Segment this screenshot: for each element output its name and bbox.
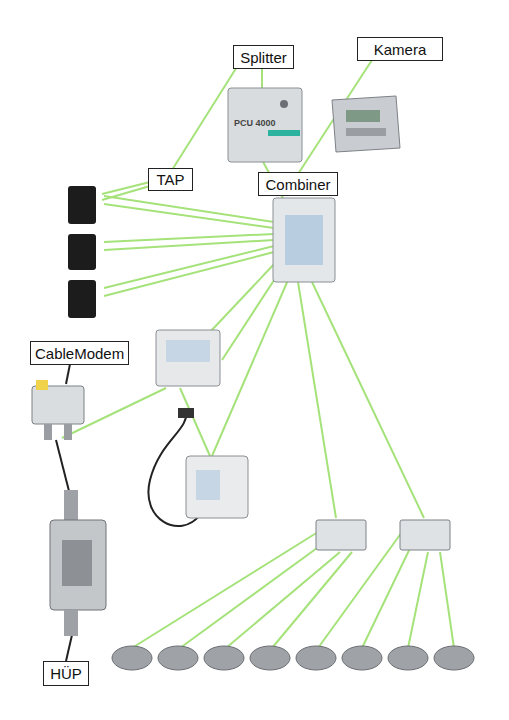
device-panel (285, 215, 323, 265)
cable (66, 635, 72, 661)
wire (104, 204, 274, 228)
device-body (273, 198, 335, 282)
lnb-group (68, 186, 96, 318)
port (64, 424, 72, 440)
device-buttons (346, 128, 386, 136)
wire (104, 252, 274, 296)
label-box: Combiner (258, 172, 338, 196)
lnb (68, 186, 96, 224)
label-text: HÜP (50, 665, 82, 682)
outlet (388, 646, 428, 670)
label-text: Splitter (240, 49, 287, 66)
splitter (400, 520, 450, 550)
outlet (434, 646, 474, 670)
wire (440, 552, 454, 648)
device-panel (166, 340, 210, 362)
device-knob (280, 100, 288, 108)
wire (104, 246, 274, 288)
device-body (32, 386, 84, 424)
wire (180, 540, 328, 648)
wire (104, 240, 274, 250)
splitter (316, 520, 366, 550)
device-stripe (268, 130, 300, 136)
label-text: Combiner (265, 176, 330, 193)
wire (298, 282, 336, 518)
label-box: Kamera (357, 37, 443, 61)
device-body (186, 456, 248, 518)
modem-splitter-device (32, 380, 84, 440)
kamera-device (332, 96, 400, 152)
device-clamp (62, 540, 92, 586)
wire (104, 196, 274, 222)
wire (408, 552, 428, 648)
device-body (156, 330, 220, 386)
lnb (68, 234, 96, 270)
device-display (346, 110, 380, 122)
device-label: PCU 4000 (234, 118, 276, 128)
plug (178, 408, 194, 418)
wire (312, 282, 424, 518)
label-text: TAP (156, 171, 184, 188)
wire (102, 186, 150, 200)
device-panel (196, 470, 220, 500)
label-box: TAP (148, 168, 193, 191)
multiswitch-device (273, 198, 335, 282)
wire (362, 540, 414, 648)
connector (64, 490, 78, 520)
outlet (158, 646, 198, 670)
huep-device (50, 490, 106, 636)
tv-outlets (112, 646, 474, 670)
label-box: CableModem (30, 341, 129, 365)
amplifier-device (156, 330, 220, 386)
label-text: Kamera (374, 41, 427, 58)
connector (64, 610, 78, 636)
outlet (250, 646, 290, 670)
label-box: Splitter (233, 45, 294, 69)
device-body (228, 88, 302, 162)
wire (272, 552, 352, 648)
outlet (112, 646, 152, 670)
device-tag (36, 380, 48, 390)
port (44, 424, 52, 440)
outlet (296, 646, 336, 670)
pcu-device (228, 88, 302, 162)
label-box: HÜP (43, 661, 89, 686)
outlet (342, 646, 382, 670)
device-body (332, 96, 400, 152)
wire (132, 532, 318, 648)
power-supply-device (178, 408, 248, 518)
wire (212, 280, 288, 456)
device-body (50, 520, 106, 610)
label-text: CableModem (35, 345, 124, 362)
tv-splitters (316, 520, 450, 550)
wire (210, 262, 276, 332)
cable (56, 440, 70, 495)
cable (66, 364, 70, 384)
lnb (68, 280, 96, 318)
outlet (204, 646, 244, 670)
